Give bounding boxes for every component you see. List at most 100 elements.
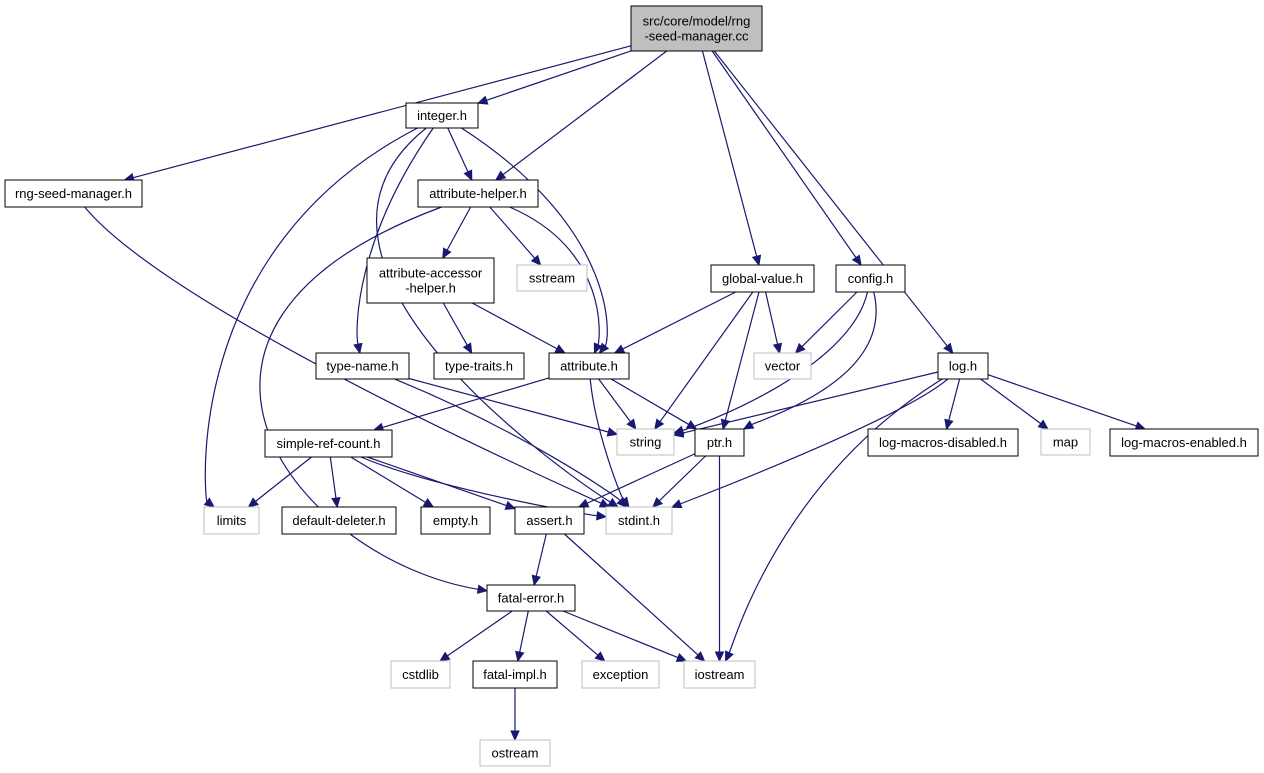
edge-root-to-rngsm xyxy=(123,45,632,183)
node-config[interactable]: config.h xyxy=(835,264,906,293)
node-box xyxy=(548,352,630,380)
node-box xyxy=(1040,428,1091,456)
node-log[interactable]: log.h xyxy=(937,352,989,380)
node-attribute[interactable]: attribute.h xyxy=(548,352,630,380)
edge-line xyxy=(564,533,699,656)
arrowhead xyxy=(794,342,806,354)
node-label: src/core/model/rng xyxy=(643,14,751,29)
node-label: global-value.h xyxy=(722,271,803,286)
arrowhead xyxy=(751,254,762,267)
arrowhead xyxy=(510,730,520,742)
edge-assert-to-fatalerror xyxy=(531,533,547,587)
edge-line xyxy=(728,378,943,654)
node-fatalimpl[interactable]: fatal-impl.h xyxy=(472,660,558,689)
edge-line xyxy=(658,455,706,502)
node-ptr[interactable]: ptr.h xyxy=(694,428,745,457)
node-globalvalue[interactable]: global-value.h xyxy=(710,264,815,293)
node-typename[interactable]: type-name.h xyxy=(315,352,410,380)
edge-line xyxy=(446,206,472,251)
node-box xyxy=(281,506,397,535)
edge-globalvalue-to-vector xyxy=(765,291,783,355)
node-typetraits[interactable]: type-traits.h xyxy=(433,352,525,380)
node-label: iostream xyxy=(695,667,745,682)
edge-config-to-vector xyxy=(794,291,858,354)
edge-integer-to-limits xyxy=(203,127,418,508)
node-limits: limits xyxy=(203,506,260,535)
edge-line xyxy=(589,378,625,501)
node-attracc[interactable]: attribute-accessor-helper.h xyxy=(366,257,495,304)
arrowhead xyxy=(476,95,489,105)
edge-line xyxy=(562,610,679,659)
edge-line xyxy=(509,206,600,345)
edge-line xyxy=(751,291,877,426)
edge-line xyxy=(447,127,469,173)
node-attrhelper[interactable]: attribute-helper.h xyxy=(417,179,539,208)
edge-line xyxy=(408,377,609,433)
edge-root-to-globalvalue xyxy=(701,50,762,267)
arrowhead xyxy=(619,496,630,508)
node-box xyxy=(4,179,143,208)
node-box xyxy=(835,264,906,293)
arrowhead xyxy=(596,510,608,521)
edge-integer-to-attrhelper xyxy=(447,127,473,182)
edge-simplerefcount-to-stdint xyxy=(360,456,608,521)
node-box xyxy=(486,584,576,612)
arrowhead xyxy=(462,342,473,355)
node-box xyxy=(1109,428,1259,457)
node-fatalerror[interactable]: fatal-error.h xyxy=(486,584,576,612)
edge-line xyxy=(133,45,632,179)
arrowhead xyxy=(613,344,626,354)
node-label: exception xyxy=(593,667,649,682)
node-label: integer.h xyxy=(417,108,467,123)
node-rngsm[interactable]: rng-seed-manager.h xyxy=(4,179,143,208)
graph-edges xyxy=(84,45,1147,742)
arrowhead xyxy=(851,254,862,267)
edge-line xyxy=(948,378,961,421)
edge-log-to-logdisabled xyxy=(944,378,961,431)
edge-line xyxy=(489,206,536,259)
node-label: type-name.h xyxy=(326,359,398,374)
node-label: cstdlib xyxy=(402,667,439,682)
edge-line xyxy=(680,378,949,505)
node-label: stdint.h xyxy=(618,513,660,528)
arrowhead xyxy=(203,497,216,508)
node-box xyxy=(420,506,491,535)
edge-line xyxy=(394,378,621,501)
node-box xyxy=(366,257,495,304)
edge-root-to-attrhelper xyxy=(494,50,668,181)
node-defaultdeleter[interactable]: default-deleter.h xyxy=(281,506,397,535)
edge-fatalerror-to-exception xyxy=(545,610,606,662)
arrowhead xyxy=(685,420,698,430)
edge-fatalerror-to-iostream xyxy=(562,610,688,662)
arrowhead xyxy=(531,574,541,587)
node-logenabled[interactable]: log-macros-enabled.h xyxy=(1109,428,1259,457)
node-label: -helper.h xyxy=(405,281,456,296)
node-label: -seed-manager.cc xyxy=(644,29,749,44)
node-string: string xyxy=(616,428,675,456)
node-label: rng-seed-manager.h xyxy=(15,186,132,201)
edge-fatalerror-to-fatalimpl xyxy=(515,610,529,663)
node-box xyxy=(405,102,479,129)
node-logdisabled[interactable]: log-macros-disabled.h xyxy=(867,428,1019,457)
arrowhead xyxy=(725,650,734,663)
node-label: config.h xyxy=(848,271,894,286)
node-box xyxy=(516,264,588,292)
edge-line xyxy=(598,378,631,423)
node-box xyxy=(937,352,989,380)
node-assert[interactable]: assert.h xyxy=(514,506,585,535)
node-integer[interactable]: integer.h xyxy=(405,102,479,129)
edge-line xyxy=(350,456,426,503)
node-box xyxy=(203,506,260,535)
node-simplerefcount[interactable]: simple-ref-count.h xyxy=(264,429,393,458)
node-label: attribute-helper.h xyxy=(429,186,527,201)
node-box xyxy=(694,428,745,457)
node-box xyxy=(479,739,551,767)
edge-attrhelper-to-attribute xyxy=(509,206,603,355)
arrowhead xyxy=(598,342,610,354)
edge-line xyxy=(713,50,948,347)
arrowhead xyxy=(331,496,341,509)
arrowhead xyxy=(593,342,603,355)
edge-attribute-to-string xyxy=(598,378,637,430)
node-empty[interactable]: empty.h xyxy=(420,506,491,535)
node-box xyxy=(264,429,393,458)
